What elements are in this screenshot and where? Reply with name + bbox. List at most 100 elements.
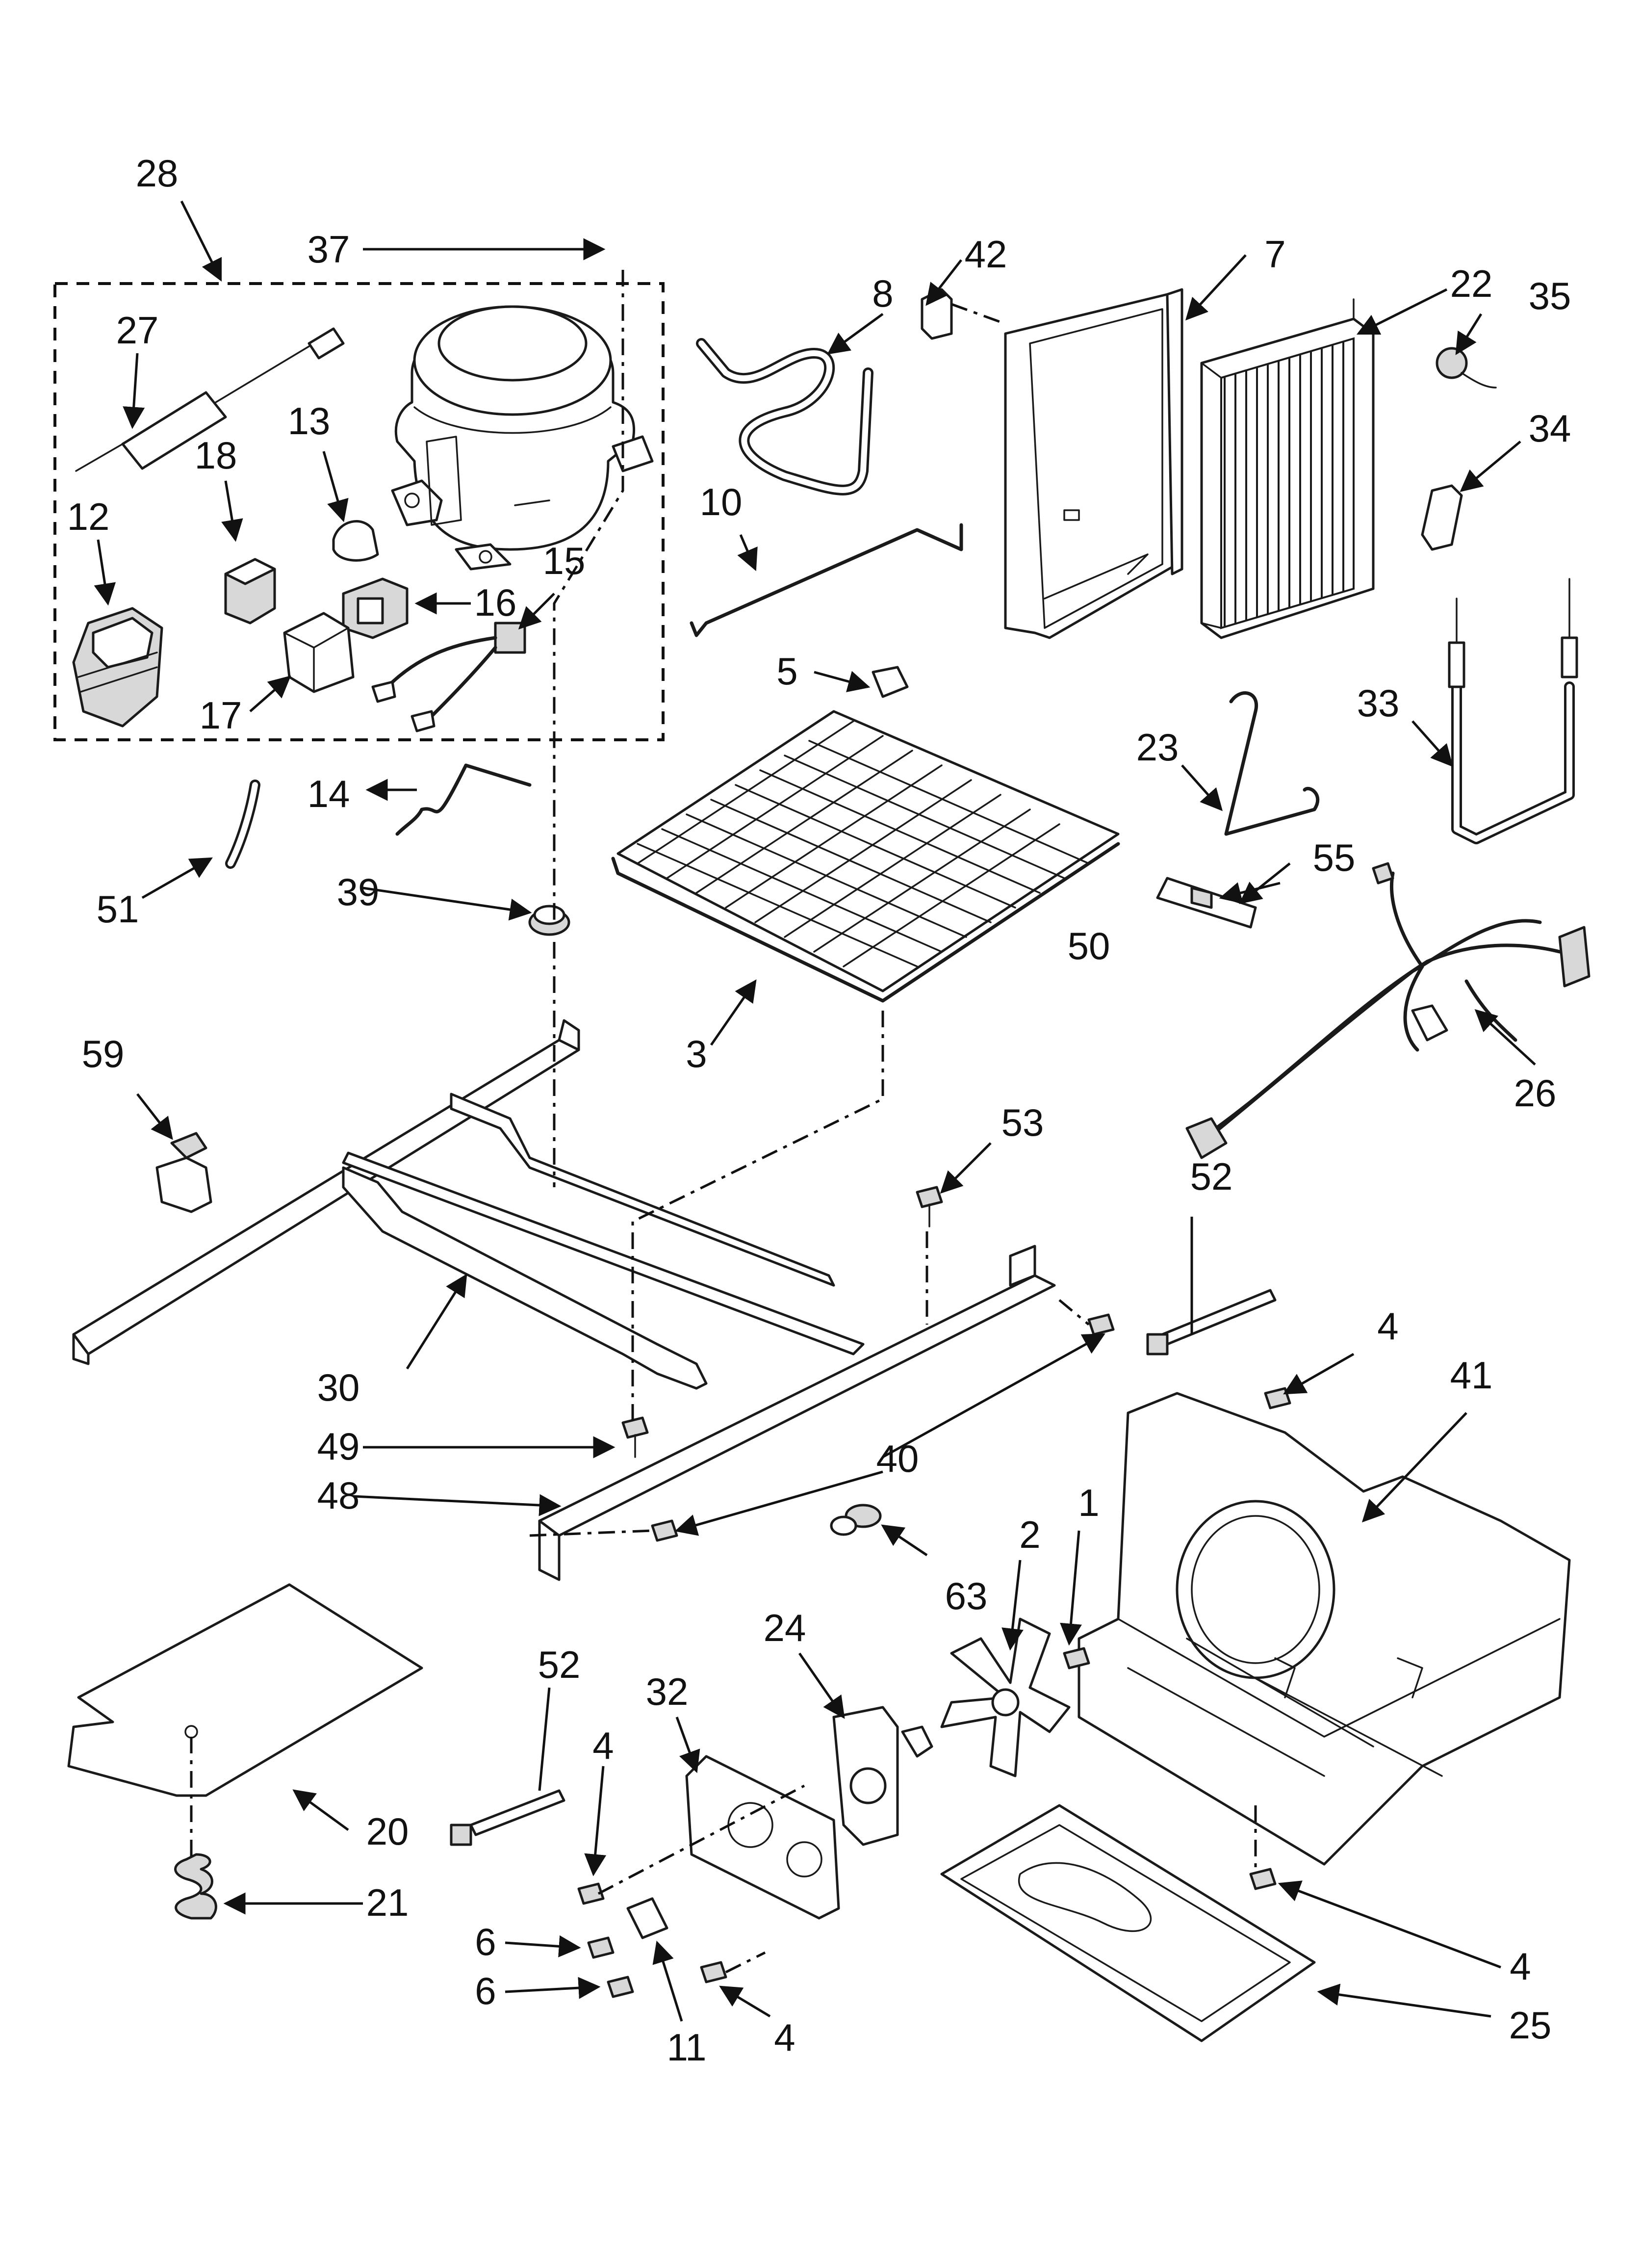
callout-27: 27 [116,309,159,352]
callout-30: 30 [317,1366,360,1409]
callout-labels: 28 37 27 18 13 12 16 15 17 8 10 42 7 22 … [67,152,1571,2069]
fan-retainer [1063,1647,1090,1669]
callout-42: 42 [965,233,1007,276]
wire-brace [690,523,963,637]
callout-53: 53 [1001,1101,1044,1144]
callout-21: 21 [366,1881,409,1924]
leveling-spring [174,1853,217,1920]
callout-20: 20 [366,1810,409,1853]
alignment-lines [190,270,1257,1974]
callout-3: 3 [686,1032,707,1075]
callout-15: 15 [543,539,586,582]
condenser-fan-blade [940,1617,1071,1777]
condenser-fan-motor [832,1706,933,1846]
access-cover [67,1583,423,1797]
callout-25: 25 [1509,2004,1552,2047]
callout-12: 12 [67,495,110,538]
screw-4-b [700,1961,727,1983]
compressor [391,305,654,571]
callout-33: 33 [1357,681,1400,725]
bracket-clip [332,520,379,562]
callout-50: 50 [1068,924,1110,967]
base-frame [72,1019,865,1390]
callout-13: 13 [288,399,331,443]
callout-52a: 52 [1190,1155,1233,1198]
callout-14: 14 [308,772,350,815]
callout-26: 26 [1514,1071,1557,1115]
callout-16: 16 [474,581,517,624]
callout-18: 18 [195,434,237,477]
screw-49 [621,1416,649,1458]
callout-8: 8 [872,272,893,315]
screw-4-a [577,1882,605,1905]
callout-51: 51 [97,887,139,931]
power-cord-harness [1185,862,1591,1159]
condenser-shroud [1004,288,1183,639]
ground-plate [626,1897,668,1939]
frame-clip [155,1132,212,1213]
callout-24: 24 [764,1606,806,1649]
discharge-tube [696,338,873,495]
fan-motor-bracket [685,1755,840,1920]
callout-55: 55 [1313,836,1356,879]
callout-4d: 4 [1377,1304,1398,1348]
callout-4a: 4 [592,1724,614,1767]
compressor-assembly-box [53,282,665,741]
callout-4c: 4 [1510,1945,1531,1988]
callout-17: 17 [200,694,242,737]
sensor-clip [1421,484,1463,551]
callout-37: 37 [308,228,350,271]
callout-52b: 52 [538,1643,581,1686]
callout-11: 11 [667,2026,707,2069]
evaporator-bracket [1156,877,1257,929]
callout-10: 10 [700,480,743,523]
callout-59: 59 [82,1032,125,1075]
cable-tie-upper [1146,1289,1277,1356]
callout-32: 32 [646,1670,689,1713]
callout-22: 22 [1450,262,1493,305]
callout-6a: 6 [475,1920,496,1963]
callout-39: 39 [337,870,380,913]
evaporator-coil [611,666,1120,1003]
screw-53 [916,1186,943,1227]
cable-tie-lower [450,1789,565,1846]
callout-6b: 6 [475,1969,496,2012]
screw-6-b [607,1976,634,1998]
leader-lines [94,200,1536,2022]
drier [75,327,345,472]
condenser-coil [1200,298,1375,639]
callout-7: 7 [1264,233,1285,276]
fan-motor-grommet [830,1504,882,1536]
screw-6-a [587,1936,615,1959]
callout-5: 5 [776,650,797,693]
drain-pan [940,1804,1316,2042]
callout-35: 35 [1529,274,1571,317]
callout-23: 23 [1136,726,1179,769]
compressor-wire-harness [371,622,526,732]
callout-28: 28 [136,152,179,195]
overload-relay [72,607,163,728]
wire-clip [395,763,532,836]
callout-34: 34 [1529,407,1571,450]
terminal-cover [283,612,355,693]
machine-compartment-base [1078,1392,1571,1866]
drain-hook [1224,691,1320,836]
callout-41: 41 [1450,1354,1493,1397]
callout-63: 63 [945,1574,988,1617]
temperature-sensor [1436,347,1497,389]
mounting-rail [538,1245,1056,1581]
grommet [528,905,570,936]
callout-2: 2 [1019,1513,1040,1556]
capacitor [342,577,409,639]
relay-switch [224,558,276,625]
callout-4b: 4 [774,2016,795,2059]
callout-48: 48 [317,1474,360,1517]
callout-49: 49 [317,1425,360,1468]
callout-40: 40 [876,1437,919,1480]
screw-40-lower [651,1519,678,1542]
screw-40-upper [1087,1313,1115,1336]
screw-4-c [1249,1868,1277,1890]
suction-tube [1448,578,1578,844]
drain-tube [225,780,260,869]
